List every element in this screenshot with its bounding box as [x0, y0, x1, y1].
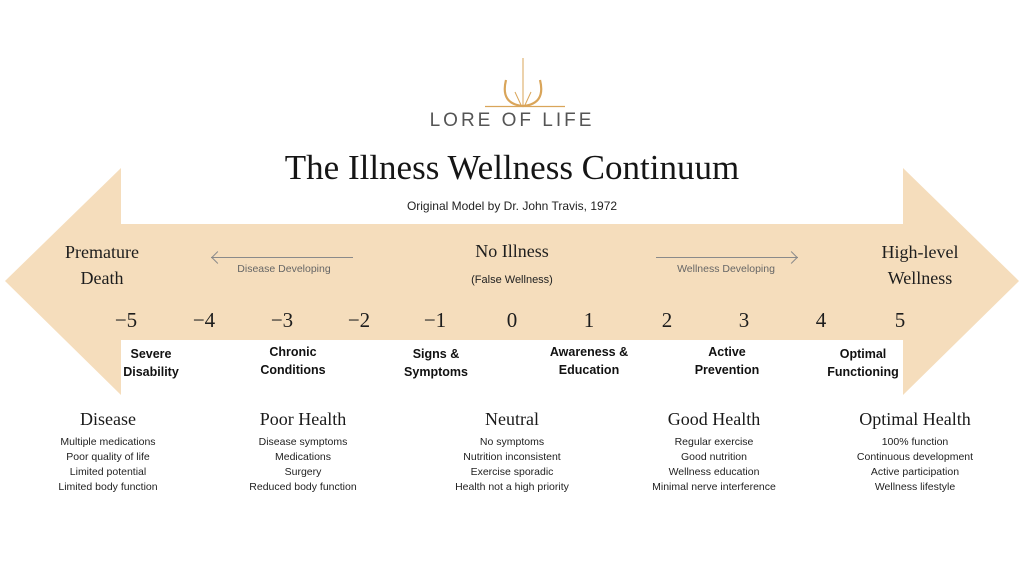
logo-icon	[485, 58, 565, 108]
tick-2: 2	[661, 308, 673, 332]
stage-line1: Awareness &	[549, 345, 629, 359]
center-sublabel: (False Wellness)	[471, 274, 553, 286]
left-end-line1: Premature	[65, 242, 139, 262]
right-end-label: High-level Wellness	[860, 239, 980, 291]
stage-line1: Active	[708, 345, 746, 359]
category-item: 100% function	[881, 436, 949, 448]
stage-line2: Conditions	[260, 363, 326, 377]
category-disease: Disease Multiple medications Poor qualit…	[8, 409, 208, 495]
page-subtitle: Original Model by Dr. John Travis, 1972	[406, 199, 618, 213]
tick-minus-3: −3	[270, 308, 294, 332]
tick-minus-2: −2	[347, 308, 371, 332]
left-end-label: Premature Death	[42, 239, 162, 291]
category-item: Reduced body function	[249, 481, 357, 493]
stage-optimal-functioning: Optimal Functioning	[808, 345, 918, 381]
arrow-shape	[5, 168, 1019, 395]
stage-line2: Disability	[123, 365, 179, 379]
category-item: Regular exercise	[674, 436, 754, 448]
tick-0: 0	[506, 308, 518, 332]
right-end-line2: Wellness	[887, 268, 953, 288]
category-neutral: Neutral No symptoms Nutrition inconsiste…	[412, 409, 612, 495]
arrow-left-icon	[211, 257, 353, 258]
category-optimal-health: Optimal Health 100% function Continuous …	[815, 409, 1015, 495]
stage-line2: Functioning	[827, 365, 899, 379]
tick-4: 4	[815, 308, 827, 332]
brand-name: LORE OF LIFE	[429, 110, 595, 131]
stage-line2: Education	[558, 363, 620, 377]
category-item: Poor quality of life	[66, 451, 150, 463]
stage-signs-symptoms: Signs & Symptoms	[381, 345, 491, 381]
category-item: Nutrition inconsistent	[463, 451, 561, 463]
category-item: Minimal nerve interference	[652, 481, 776, 493]
category-good-health: Good Health Regular exercise Good nutrit…	[614, 409, 814, 495]
tick-3: 3	[738, 308, 750, 332]
category-item: Health not a high priority	[455, 481, 569, 493]
wellness-developing-arrow	[656, 251, 799, 264]
tick-minus-4: −4	[192, 308, 216, 332]
arrow-right-icon	[656, 257, 798, 258]
category-item: Disease symptoms	[258, 436, 348, 448]
stage-line2: Symptoms	[404, 365, 468, 379]
page-title: The Illness Wellness Continuum	[284, 148, 740, 187]
category-item: Wellness education	[668, 466, 760, 478]
stage-awareness-education: Awareness & Education	[534, 343, 644, 379]
category-item: Surgery	[284, 466, 322, 478]
category-item: No symptoms	[479, 436, 545, 448]
stage-line1: Chronic	[269, 345, 317, 359]
category-item: Medications	[274, 451, 332, 463]
center-label: No Illness	[475, 241, 549, 261]
stage-line1: Severe	[130, 347, 172, 361]
category-title: Neutral	[485, 409, 539, 429]
category-item: Wellness lifestyle	[874, 481, 956, 493]
stage-active-prevention: Active Prevention	[672, 343, 782, 379]
category-title: Disease	[80, 409, 136, 429]
category-title: Good Health	[667, 409, 761, 429]
category-item: Continuous development	[856, 451, 974, 463]
category-title: Optimal Health	[859, 409, 971, 429]
disease-developing-arrow	[210, 251, 353, 264]
category-poor-health: Poor Health Disease symptoms Medications…	[203, 409, 403, 495]
wellness-developing-label: Wellness Developing	[677, 263, 775, 275]
arrow-left-head-icon	[211, 251, 224, 264]
category-item: Good nutrition	[681, 451, 747, 463]
tick-minus-1: −1	[423, 308, 447, 332]
category-title: Poor Health	[259, 409, 347, 429]
stage-line2: Prevention	[694, 363, 760, 377]
arrow-right-head-icon	[785, 251, 798, 264]
stage-chronic-conditions: Chronic Conditions	[238, 343, 348, 379]
stage-severe-disability: Severe Disability	[96, 345, 206, 381]
tick-5: 5	[894, 308, 906, 332]
stage-line1: Optimal	[839, 347, 887, 361]
category-item: Active participation	[870, 466, 960, 478]
disease-developing-label: Disease Developing	[237, 263, 331, 275]
category-item: Exercise sporadic	[470, 466, 554, 478]
right-end-line1: High-level	[881, 242, 959, 262]
category-item: Multiple medications	[60, 436, 156, 448]
category-item: Limited potential	[69, 466, 147, 478]
tick-1: 1	[583, 308, 595, 332]
category-item: Limited body function	[58, 481, 158, 493]
left-end-line2: Death	[80, 268, 124, 288]
tick-minus-5: −5	[114, 308, 138, 332]
stage-line1: Signs &	[412, 347, 460, 361]
